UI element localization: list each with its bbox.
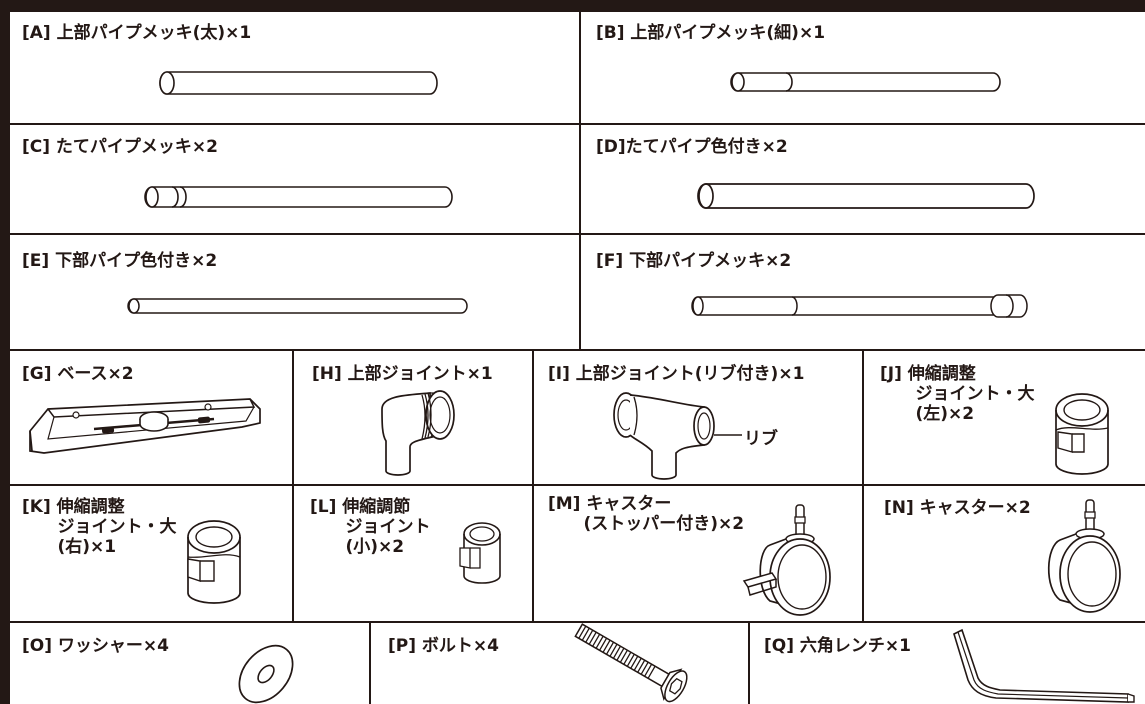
divider <box>10 123 1145 125</box>
pipe-e-illustration <box>127 298 468 314</box>
divider <box>10 233 1145 235</box>
pipe-f-illustration <box>691 294 1028 318</box>
divider <box>10 484 1145 486</box>
pipe-b-illustration <box>730 72 1001 92</box>
part-j-label: [J] 伸縮調整 ジョイント・大 (左)×2 <box>880 364 1035 424</box>
divider <box>532 350 534 622</box>
left-border-bar <box>0 0 10 704</box>
part-b-label: [B] 上部パイプメッキ(細)×1 <box>596 23 826 43</box>
divider <box>862 350 864 622</box>
part-d-label: [D]たてパイプ色付き×2 <box>596 137 788 157</box>
divider <box>369 622 371 704</box>
washer-o-illustration <box>238 644 294 704</box>
joint-l-illustration <box>459 522 501 584</box>
part-h-label: [H] 上部ジョイント×1 <box>312 364 493 384</box>
caster-m-illustration <box>742 504 831 616</box>
pipe-c-illustration <box>144 186 453 208</box>
part-c-label: [C] たてパイプメッキ×2 <box>22 137 219 157</box>
part-p-label: [P] ボルト×4 <box>388 636 499 656</box>
top-border-bar <box>0 0 1145 12</box>
part-m-label: [M] キャスター (ストッパー付き)×2 <box>548 494 745 534</box>
part-l-label: [L] 伸縮調節 ジョイント (小)×2 <box>310 497 431 557</box>
part-o-label: [O] ワッシャー×4 <box>22 636 169 656</box>
caster-n-illustration <box>1047 499 1121 613</box>
base-g-illustration <box>29 398 261 454</box>
divider <box>579 12 581 350</box>
part-n-label: [N] キャスター×2 <box>884 498 1031 518</box>
part-i-label: [I] 上部ジョイント(リブ付き)×1 <box>548 364 805 384</box>
part-e-label: [E] 下部パイプ色付き×2 <box>22 251 218 271</box>
pipe-d-illustration <box>697 183 1035 209</box>
divider <box>10 349 1145 351</box>
divider <box>292 350 294 622</box>
pipe-a-illustration <box>159 71 438 95</box>
hex-wrench-q-illustration <box>953 628 1135 703</box>
part-k-label: [K] 伸縮調整 ジョイント・大 (右)×1 <box>22 497 177 557</box>
joint-h-illustration <box>381 390 455 476</box>
bolt-p-illustration <box>574 623 688 703</box>
part-f-label: [F] 下部パイプメッキ×2 <box>596 251 792 271</box>
part-g-label: [G] ベース×2 <box>22 364 134 384</box>
part-q-label: [Q] 六角レンチ×1 <box>764 636 911 656</box>
joint-j-illustration <box>1055 393 1109 475</box>
joint-i-illustration <box>613 392 742 480</box>
part-a-label: [A] 上部パイプメッキ(太)×1 <box>22 23 252 43</box>
divider <box>10 621 1145 623</box>
rib-callout-label: リブ <box>744 429 778 449</box>
divider <box>748 622 750 704</box>
joint-k-illustration <box>187 520 241 604</box>
